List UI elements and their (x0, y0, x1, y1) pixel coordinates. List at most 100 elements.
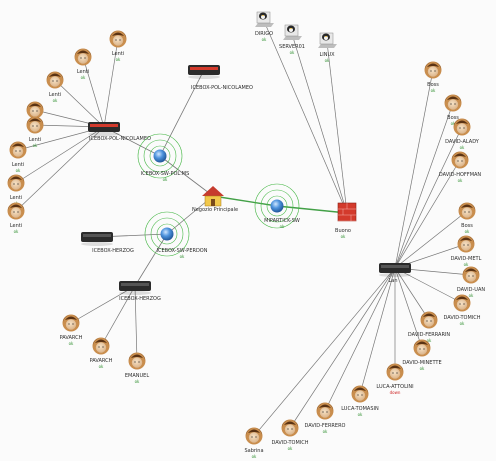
avatar-eye (80, 57, 82, 59)
hub-label: ICEBOX-HERZOG (119, 296, 161, 302)
node-label: Lenti (77, 69, 89, 75)
node-status: ok (460, 145, 465, 150)
penguin-beak (262, 15, 264, 17)
node-label: DAVID-FERRARIN (408, 332, 451, 338)
link (291, 33, 348, 214)
avatar-hair-top (95, 339, 107, 343)
hub-label: MIPARTICK-SW (264, 218, 300, 224)
node-status: ok (290, 50, 295, 55)
avatar-hair-top (10, 176, 22, 180)
avatar-eye (36, 110, 38, 112)
node-status: ok (53, 98, 58, 103)
node-label: Lenti (12, 162, 24, 168)
avatar-eye (434, 70, 436, 72)
avatar-hair-top (354, 387, 366, 391)
node-label: Boss (427, 82, 439, 88)
avatar-face (465, 271, 477, 282)
avatar-hair-top (319, 404, 331, 408)
avatar-face (10, 179, 22, 190)
hub-device-h7[interactable]: ICEBOX-HERZOG (81, 232, 134, 254)
router-ring (149, 145, 171, 167)
node-label: LINUX (319, 52, 335, 58)
hub-device-h2[interactable]: ICEBOX-POL-NICOLAMEO (188, 65, 253, 91)
hub-label: Lan (388, 278, 397, 284)
router-ring (254, 183, 300, 229)
node-status: ok (451, 121, 456, 126)
avatar-eye (72, 323, 74, 325)
hub-status: ok (163, 177, 168, 182)
server-base (318, 44, 337, 48)
link (212, 195, 278, 207)
house-door (211, 199, 215, 206)
router-ring (156, 223, 178, 245)
avatar-eye (467, 244, 469, 246)
hub-device-h4[interactable]: Negozio Principale (192, 186, 238, 213)
hub-device-h10[interactable]: Lan (379, 263, 411, 284)
hub-device-h8[interactable]: ICEBOX-HERZOG (119, 281, 161, 302)
link (82, 56, 105, 128)
node-label: Lenti (49, 92, 61, 98)
hub-label: ICEBOX-SW-PERDON (157, 248, 208, 254)
avatar-eye (426, 320, 428, 322)
hub-status: ok (280, 224, 285, 229)
link (70, 285, 136, 324)
avatar-eye (251, 436, 253, 438)
node-status: ok (262, 37, 267, 42)
link (394, 126, 463, 269)
router-globe (160, 227, 174, 241)
link (159, 155, 214, 197)
node-status: ok (458, 178, 463, 183)
avatar-face (460, 240, 472, 251)
router-ring (144, 211, 190, 257)
avatar-hair-top (447, 96, 459, 100)
avatar-face (10, 207, 22, 218)
link (15, 126, 105, 184)
avatar-eye (463, 303, 465, 305)
penguin-belly (289, 28, 293, 32)
avatar-hair-top (454, 153, 466, 157)
avatar-eye (361, 394, 363, 396)
switch-port-strip (381, 265, 409, 268)
link (394, 210, 468, 269)
node-label: DIRIGO (255, 31, 273, 37)
avatar-eye (13, 211, 15, 213)
hub-status: ok (341, 234, 346, 239)
shadow (119, 291, 151, 295)
avatar-eye (461, 160, 463, 162)
avatar-hair-top (29, 103, 41, 107)
avatar-hair-top (465, 268, 477, 272)
hub-device-h1[interactable]: ICEBOX-POL-NICOLAMEO (88, 122, 151, 142)
